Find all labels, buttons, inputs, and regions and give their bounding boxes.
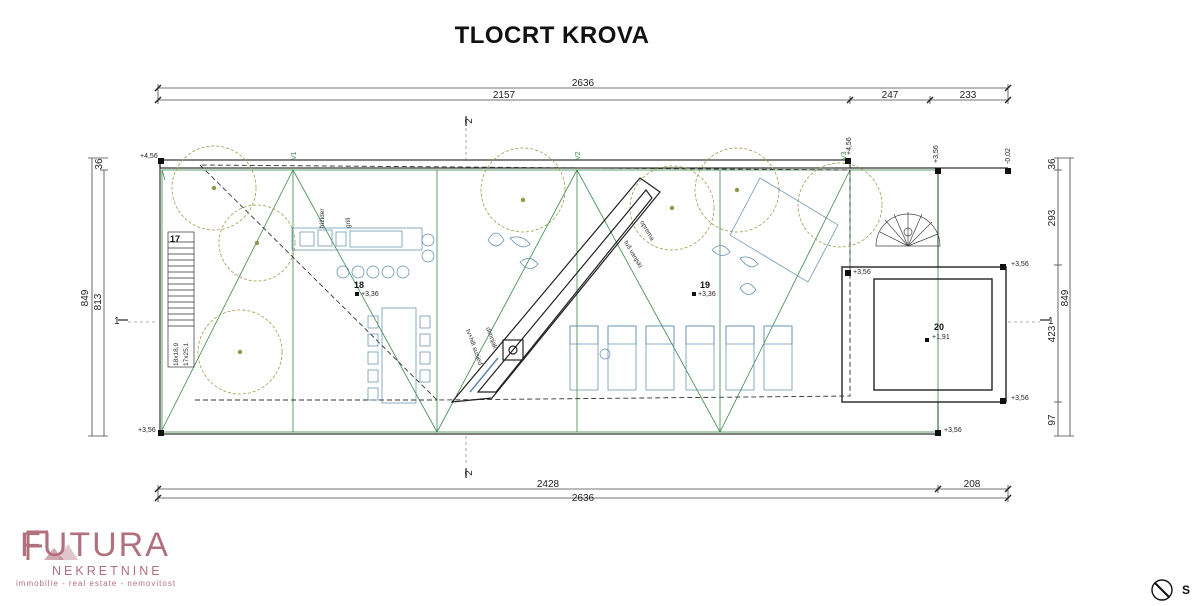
level-top-left: +4,56 [140, 153, 158, 160]
dimnjak-label: dimnjak [484, 326, 498, 350]
dim-top-mid: 247 [882, 90, 899, 101]
dim-top-total: 2636 [572, 78, 595, 89]
section-2-top: 2 [464, 118, 475, 124]
dim-right-total: 849 [1060, 289, 1071, 306]
level-top-right-2: -0,02 [1005, 148, 1012, 164]
room-20: 20 [934, 322, 944, 332]
room-18: 18 [354, 280, 364, 290]
room-17: 17 [170, 234, 180, 244]
north-arrow-icon [1151, 579, 1173, 601]
logo-tagline: immobilie - real estate - nemovitost [16, 579, 177, 588]
grill-label: grill [345, 217, 352, 228]
level-pool-bottom-right: +3,56 [1011, 395, 1029, 402]
dim-top-right: 233 [960, 90, 977, 101]
dim-left-inner: 813 [93, 293, 104, 310]
level-top-mid: +4,56 [846, 137, 853, 155]
tv-label: tv+hifi susjed [464, 328, 484, 366]
dim-right-b: 423 [1047, 325, 1058, 342]
room-20-level: +1,91 [932, 334, 950, 341]
shower-label: tuš vanjski [622, 240, 643, 270]
equipment-label: oprema [638, 220, 655, 243]
stairs-label-2: 17x25,1 [183, 342, 190, 366]
section-1-right: 1 [1048, 316, 1054, 327]
grid-mark-v3: V3 [841, 151, 848, 160]
level-pool-top-right: +3,56 [1011, 261, 1029, 268]
section-1-left: 1 [114, 316, 120, 327]
fridge-label: frižider [319, 208, 326, 228]
dim-bottom-total: 2636 [572, 493, 595, 504]
page-title: TLOCRT KROVA [454, 22, 650, 49]
dim-bottom-main: 2428 [537, 479, 560, 490]
level-bottom-left: +3,56 [138, 427, 156, 434]
dim-right-top: 36 [1047, 158, 1058, 170]
section-2-bottom: 2 [464, 470, 475, 476]
level-bottom-right: +3,56 [944, 427, 962, 434]
dim-left-total: 849 [80, 289, 91, 306]
level-pool-top-left: +3,56 [853, 269, 871, 276]
dim-right-c: 97 [1047, 414, 1058, 426]
dim-top-main: 2157 [493, 90, 516, 101]
room-19-level: +3,36 [698, 291, 716, 298]
north-label: S [1182, 583, 1191, 597]
logo-house-icon [26, 530, 78, 560]
dim-right-a: 293 [1047, 209, 1058, 226]
grid-mark-v1: V1 [291, 151, 298, 160]
dim-left-top: 36 [94, 158, 105, 170]
company-logo: FUTURA NEKRETNINE immobilie - real estat… [16, 526, 216, 592]
dim-bottom-right: 208 [964, 479, 981, 490]
stairs-label-1: 18x18,9 [173, 342, 180, 366]
grid-mark-v2: V2 [575, 151, 582, 160]
logo-sub-text: NEKRETNINE [52, 564, 163, 578]
level-top-right-1: +3,56 [933, 145, 940, 163]
logo-main-text: FUTURA [20, 526, 170, 564]
room-18-level: +3,36 [361, 291, 379, 298]
room-19: 19 [700, 280, 710, 290]
